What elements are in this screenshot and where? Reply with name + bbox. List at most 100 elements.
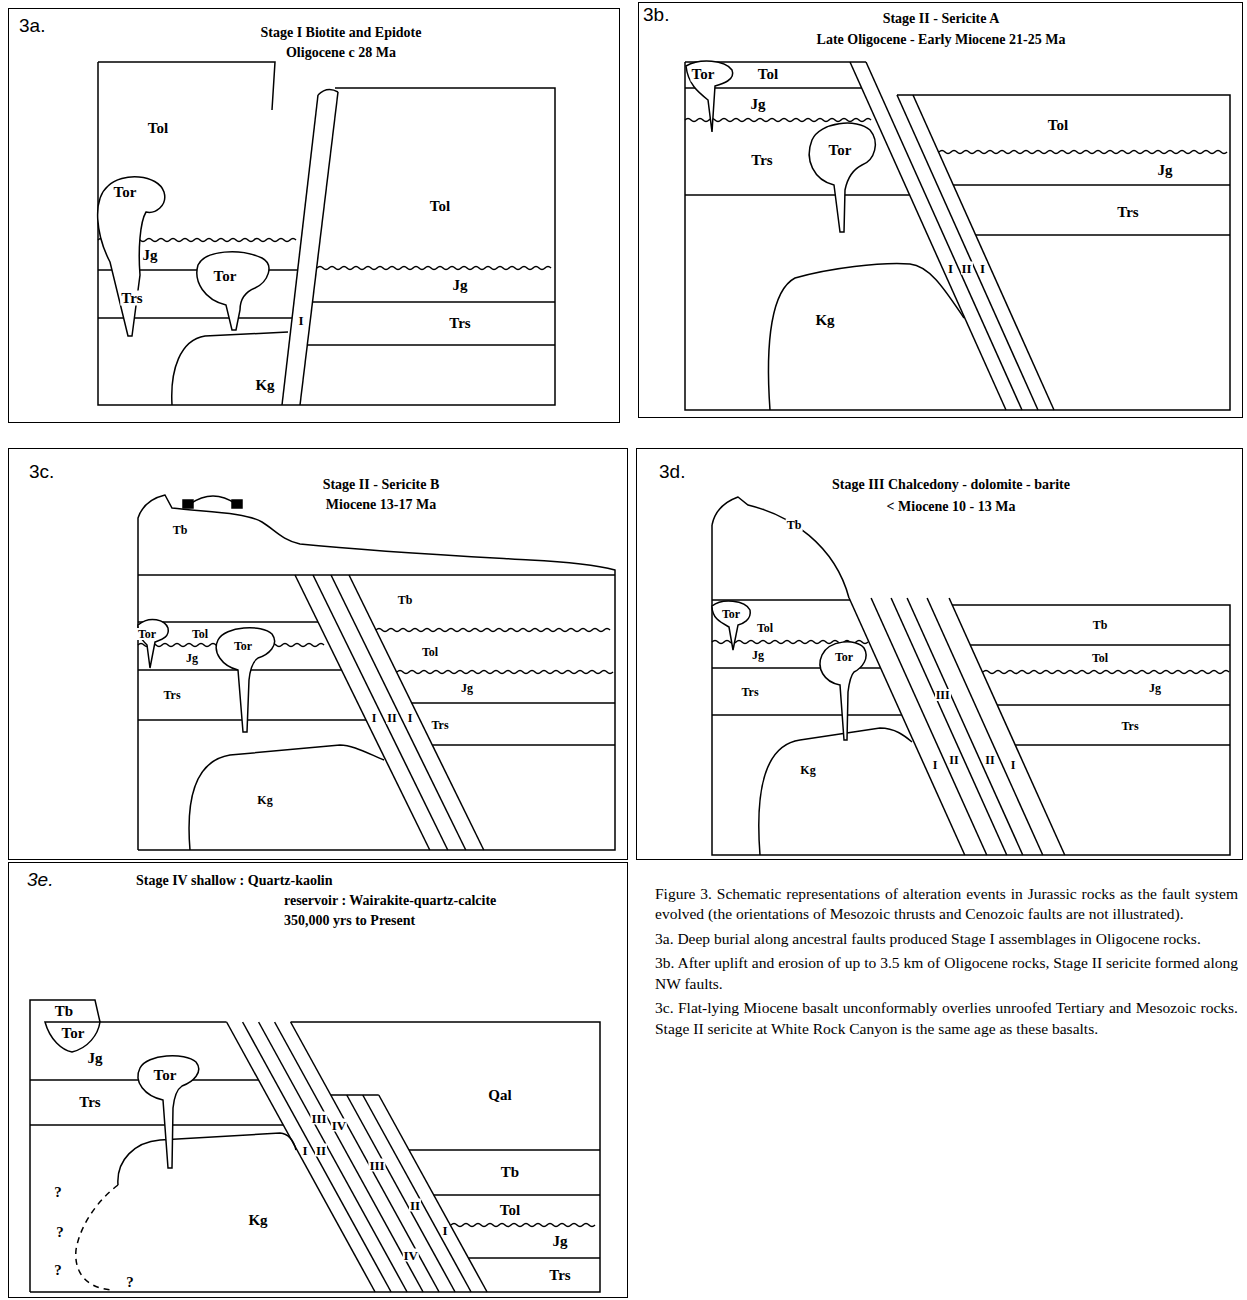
- cap-symbol: [183, 500, 193, 508]
- cap-symbol: [232, 500, 242, 508]
- unit-label: Tor: [137, 628, 157, 640]
- contact-line: [685, 62, 1230, 410]
- unit-label: Jg: [185, 652, 199, 664]
- contact-line: [349, 575, 484, 850]
- unit-label: Tor: [721, 608, 741, 620]
- unit-label: Kg: [256, 794, 273, 806]
- contact-line: [138, 495, 615, 850]
- intrusion-outline: [98, 177, 165, 336]
- unit-label: Kg: [247, 1213, 268, 1228]
- contact-line: [850, 62, 1006, 410]
- intrusion-outline: [138, 1056, 199, 1168]
- unit-label: Trs: [1116, 205, 1139, 220]
- unit-label: Trs: [430, 719, 449, 731]
- unit-label: Jg: [1148, 682, 1162, 694]
- contact-line: [1015, 744, 1230, 746]
- unit-label: I: [1010, 759, 1017, 771]
- unit-label: Tb: [172, 524, 189, 536]
- contact-line: [259, 1022, 408, 1292]
- contact-line: [331, 575, 466, 850]
- contact-line: [30, 1124, 283, 1126]
- unconformity-line: [983, 671, 1229, 674]
- panel-title: Stage IV shallow : Quartz-kaolin: [136, 873, 333, 889]
- panel-title: Stage II - Sericite B: [323, 477, 440, 493]
- section-3d: [712, 497, 1230, 855]
- contact-line: [953, 184, 1230, 186]
- unit-label: IV: [331, 1119, 347, 1132]
- contact-line: [927, 598, 1043, 855]
- contact-line: [363, 1095, 471, 1292]
- intrusion-outline: [138, 619, 168, 668]
- unit-label: Tb: [786, 519, 803, 531]
- contact-line: [347, 1095, 455, 1292]
- intrusion-outline: [197, 252, 269, 330]
- contact-line: [227, 1022, 376, 1292]
- panel-frame: 3a.Stage I Biotite and EpidoteOligocene …: [8, 8, 620, 423]
- unit-label: Tol: [757, 67, 779, 82]
- contact-line: [30, 1022, 600, 1292]
- unconformity-line: [451, 1224, 595, 1227]
- contact-line: [189, 745, 384, 850]
- panel-label: 3a.: [19, 15, 45, 37]
- unit-label: Jg: [87, 1051, 104, 1066]
- panel-label: 3c.: [29, 461, 54, 483]
- figure-caption: Figure 3. Schematic representations of a…: [655, 884, 1238, 925]
- unit-label: I: [407, 712, 414, 724]
- unit-label: Tol: [147, 121, 169, 136]
- unit-label: Trs: [740, 686, 759, 698]
- unconformity-line: [317, 267, 551, 270]
- unit-label: III: [310, 1112, 327, 1125]
- contact-line: [685, 194, 909, 196]
- contact-line: [318, 90, 338, 95]
- unit-label: Tol: [1091, 652, 1109, 664]
- unconformity-line: [939, 151, 1227, 154]
- unit-label: Trs: [548, 1268, 571, 1283]
- contact-line: [30, 1000, 227, 1292]
- unit-label: II: [315, 1144, 327, 1157]
- contact-line: [432, 744, 615, 746]
- unit-label: Trs: [448, 316, 471, 331]
- unit-label: Jg: [452, 278, 469, 293]
- contact-line: [138, 621, 318, 623]
- unit-label: II: [948, 754, 959, 766]
- caption-paragraph: 3b. After uplift and erosion of up to 3.…: [655, 953, 1238, 994]
- panel-title: Stage I Biotite and Epidote: [260, 25, 421, 41]
- panel-label: 3b.: [643, 4, 669, 26]
- unit-label: Tb: [1092, 619, 1109, 631]
- contact-line: [172, 332, 288, 405]
- section-3c: [138, 495, 615, 850]
- section-3e: [30, 1000, 600, 1292]
- unit-label: Tor: [61, 1026, 86, 1041]
- contact-line: [138, 719, 366, 721]
- contact-line: [949, 598, 1065, 855]
- unconformity-line: [397, 671, 613, 674]
- panel-frame: 3c.Stage II - Sericite BMiocene 13-17 Ma: [8, 448, 628, 860]
- unit-label: I: [979, 262, 986, 275]
- contact-line: [118, 1133, 296, 1185]
- unit-label: Tb: [54, 1004, 74, 1019]
- panel-title: Late Oligocene - Early Miocene 21-25 Ma: [817, 32, 1066, 48]
- unit-label: Tor: [233, 640, 253, 652]
- unit-label: Jg: [142, 248, 159, 263]
- contact-line: [379, 1095, 487, 1292]
- unit-label: Trs: [78, 1095, 101, 1110]
- panel-label: 3d.: [659, 461, 685, 483]
- contact-line: [434, 1194, 600, 1196]
- unit-label: Kg: [799, 764, 816, 776]
- contact-line: [759, 728, 912, 855]
- contact-line: [997, 704, 1230, 706]
- unconformity-line: [376, 629, 610, 632]
- unit-label: I: [441, 1224, 448, 1237]
- contact-line: [712, 714, 902, 716]
- unit-label: Tb: [500, 1165, 520, 1180]
- unit-label: Kg: [254, 378, 275, 393]
- section-3a: [98, 62, 555, 405]
- panel-title: Stage III Chalcedony - dolomite - barite: [832, 477, 1070, 493]
- inferred-contact: [76, 1185, 118, 1290]
- unit-label: Tol: [1047, 118, 1069, 133]
- intrusion-outline: [216, 628, 274, 732]
- unit-label: I: [371, 712, 378, 724]
- contact-line: [282, 95, 318, 405]
- unit-label: ?: [53, 1185, 63, 1200]
